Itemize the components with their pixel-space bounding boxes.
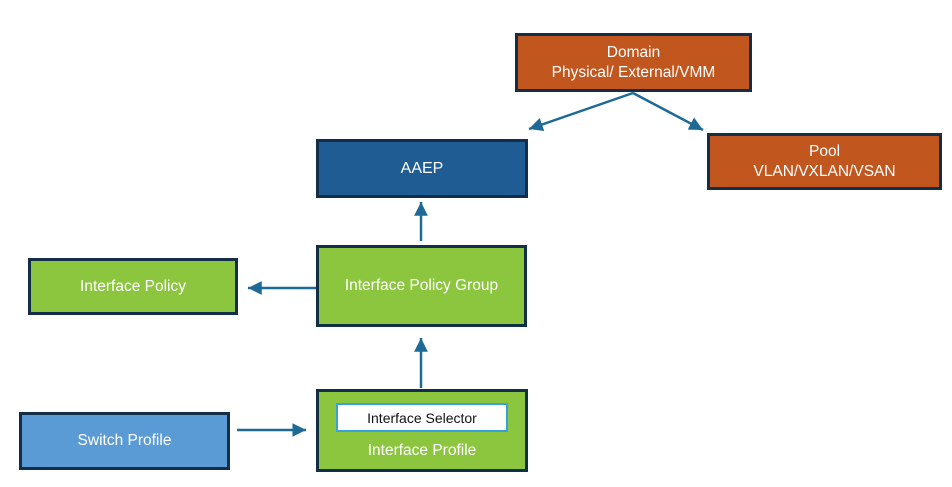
interface-profile-box: Interface Selector Interface Profile (316, 389, 528, 472)
interface-selector-label: Interface Selector (367, 409, 477, 426)
domain-box: Domain Physical/ External/VMM (515, 33, 752, 92)
domain-label-line2: Physical/ External/VMM (551, 63, 716, 81)
interface-policy-group-box: Interface Policy Group (316, 245, 527, 327)
arrow-domain-to-pool (632, 91, 704, 132)
interface-policy-box: Interface Policy (28, 258, 238, 315)
switch-profile-label: Switch Profile (77, 432, 172, 449)
aaep-label: AAEP (400, 159, 444, 177)
interface-selector-box: Interface Selector (336, 403, 508, 432)
interface-policy-group-label: Interface Policy Group (344, 277, 499, 294)
arrow-domain-to-aaep (528, 91, 634, 131)
domain-label-line1: Domain (606, 43, 661, 61)
interface-policy-label: Interface Policy (80, 277, 186, 295)
pool-label-line2: VLAN/VXLAN/VSAN (753, 162, 896, 180)
pool-box: Pool VLAN/VXLAN/VSAN (707, 133, 942, 190)
aaep-box: AAEP (316, 139, 528, 198)
interface-profile-label: Interface Profile (367, 441, 477, 459)
pool-label-line1: Pool (808, 142, 841, 160)
switch-profile-box: Switch Profile (19, 412, 230, 470)
